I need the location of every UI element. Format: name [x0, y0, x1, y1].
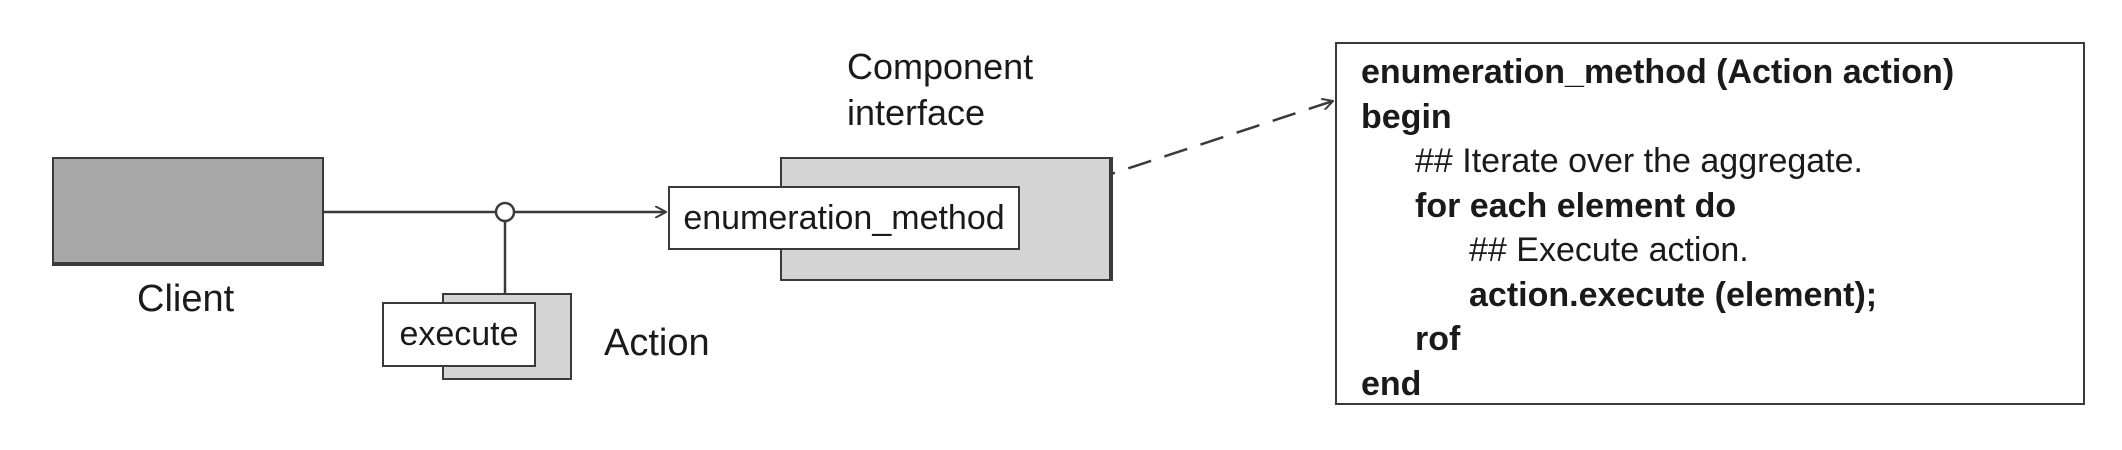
- code-line: ## Execute action.: [1469, 231, 1749, 269]
- pseudocode-box: enumeration_method (Action action) begin #…: [1335, 42, 2085, 405]
- execute-label: execute: [399, 315, 519, 353]
- code-line: end: [1361, 364, 1422, 403]
- enumeration-method-box: enumeration_method: [668, 186, 1020, 250]
- parameter-junction: [494, 201, 516, 223]
- execute-operation-box: execute: [382, 302, 536, 367]
- code-line: begin: [1361, 97, 1452, 136]
- code-line: action.execute (element);: [1469, 275, 1878, 314]
- component-interface-label: Component interface: [847, 44, 1033, 136]
- component-label-line: interface: [847, 92, 986, 133]
- component-label-line: Component: [847, 46, 1034, 87]
- code-line: ## Iterate over the aggregate.: [1415, 142, 1863, 180]
- client-label: Client: [137, 278, 235, 320]
- code-line: rof: [1415, 320, 1461, 358]
- code-line: for each element do: [1415, 186, 1737, 225]
- enumeration-method-label: enumeration_method: [683, 198, 1005, 237]
- code-line: enumeration_method (Action action): [1361, 53, 1955, 91]
- action-label: Action: [604, 322, 710, 364]
- client-box: [52, 157, 324, 266]
